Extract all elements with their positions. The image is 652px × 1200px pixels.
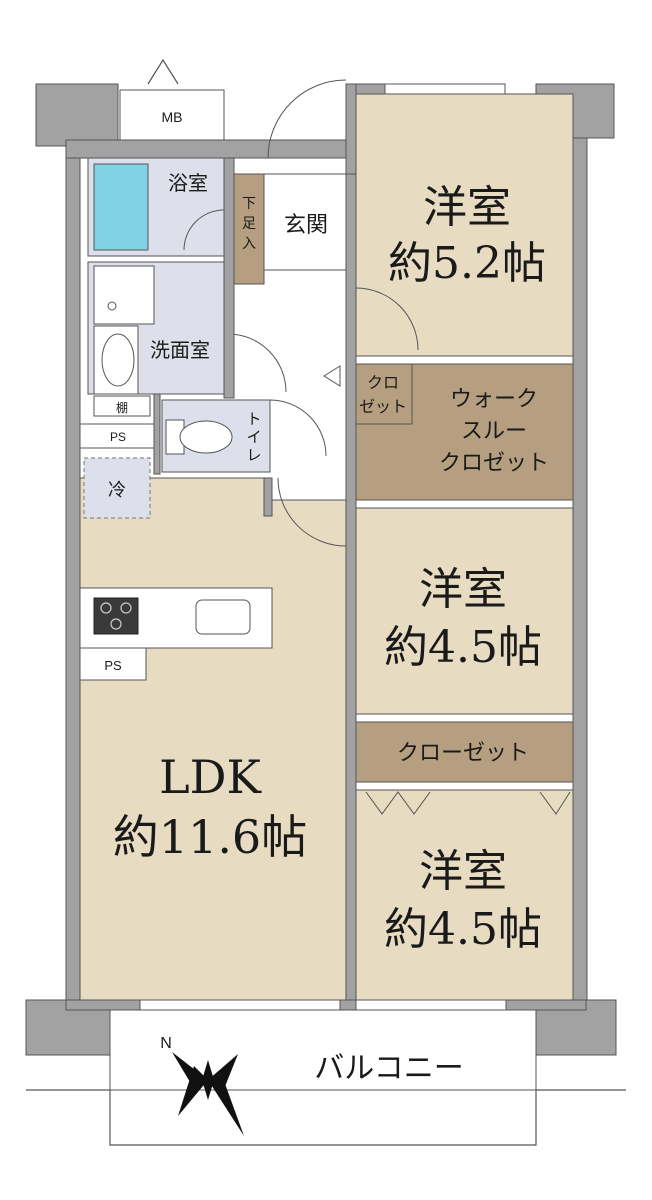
western-room-3-name: 洋室 (419, 846, 507, 897)
washroom-label: 洗面室 (150, 338, 210, 362)
compass: N (160, 1035, 244, 1136)
shelf-label: 棚 (116, 400, 128, 415)
entrance-label: 玄関 (284, 213, 328, 238)
sink (195, 599, 251, 635)
western-room-2-size: 約4.5帖 (384, 622, 542, 673)
western-room-1-name: 洋室 (423, 182, 511, 233)
western-room-2 (353, 507, 574, 715)
ldk-size: 約11.6帖 (113, 810, 307, 864)
western-room-1-size: 約5.2帖 (388, 238, 546, 289)
toilet-1: ト (246, 410, 261, 428)
ldk-name: LDK (159, 750, 262, 804)
closet-label: クローゼット (397, 741, 529, 766)
stove (93, 597, 139, 635)
mb-label: MB (162, 109, 183, 125)
toilet-3: レ (246, 446, 261, 464)
shoe-closet-3: 入 (242, 236, 256, 252)
ps-lower-label: PS (104, 658, 122, 673)
closet (353, 721, 574, 783)
western-room-2-name: 洋室 (419, 564, 507, 615)
fridge-space (83, 457, 151, 519)
western-room-3-size: 約4.5帖 (384, 904, 542, 955)
shoe-closet-2: 足 (242, 216, 256, 232)
walk-through-line3: クロゼット (439, 451, 549, 476)
western-room-1 (355, 93, 574, 357)
entrance (263, 173, 347, 271)
fridge-label: 冷 (108, 480, 126, 501)
shoe-closet-1: 下 (242, 196, 256, 212)
ldk-room (79, 477, 347, 1001)
washing-machine (93, 265, 155, 325)
closet-small-line2: ゼット (359, 397, 407, 416)
toilet-2: イ (246, 428, 261, 446)
western-room-3 (353, 789, 574, 1001)
walk-through-line1: ウォーク (450, 387, 538, 412)
ps-upper-label: PS (110, 430, 126, 444)
balcony-label: バルコニー (314, 1051, 463, 1086)
bathtub (93, 163, 149, 251)
walk-through-line2: スルー (461, 419, 527, 444)
compass-north-label: N (160, 1035, 172, 1052)
balcony (109, 1009, 537, 1091)
shoe-closet (233, 173, 265, 285)
closet-small-line1: クロ (367, 373, 399, 392)
bathroom-label: 浴室 (168, 171, 208, 195)
